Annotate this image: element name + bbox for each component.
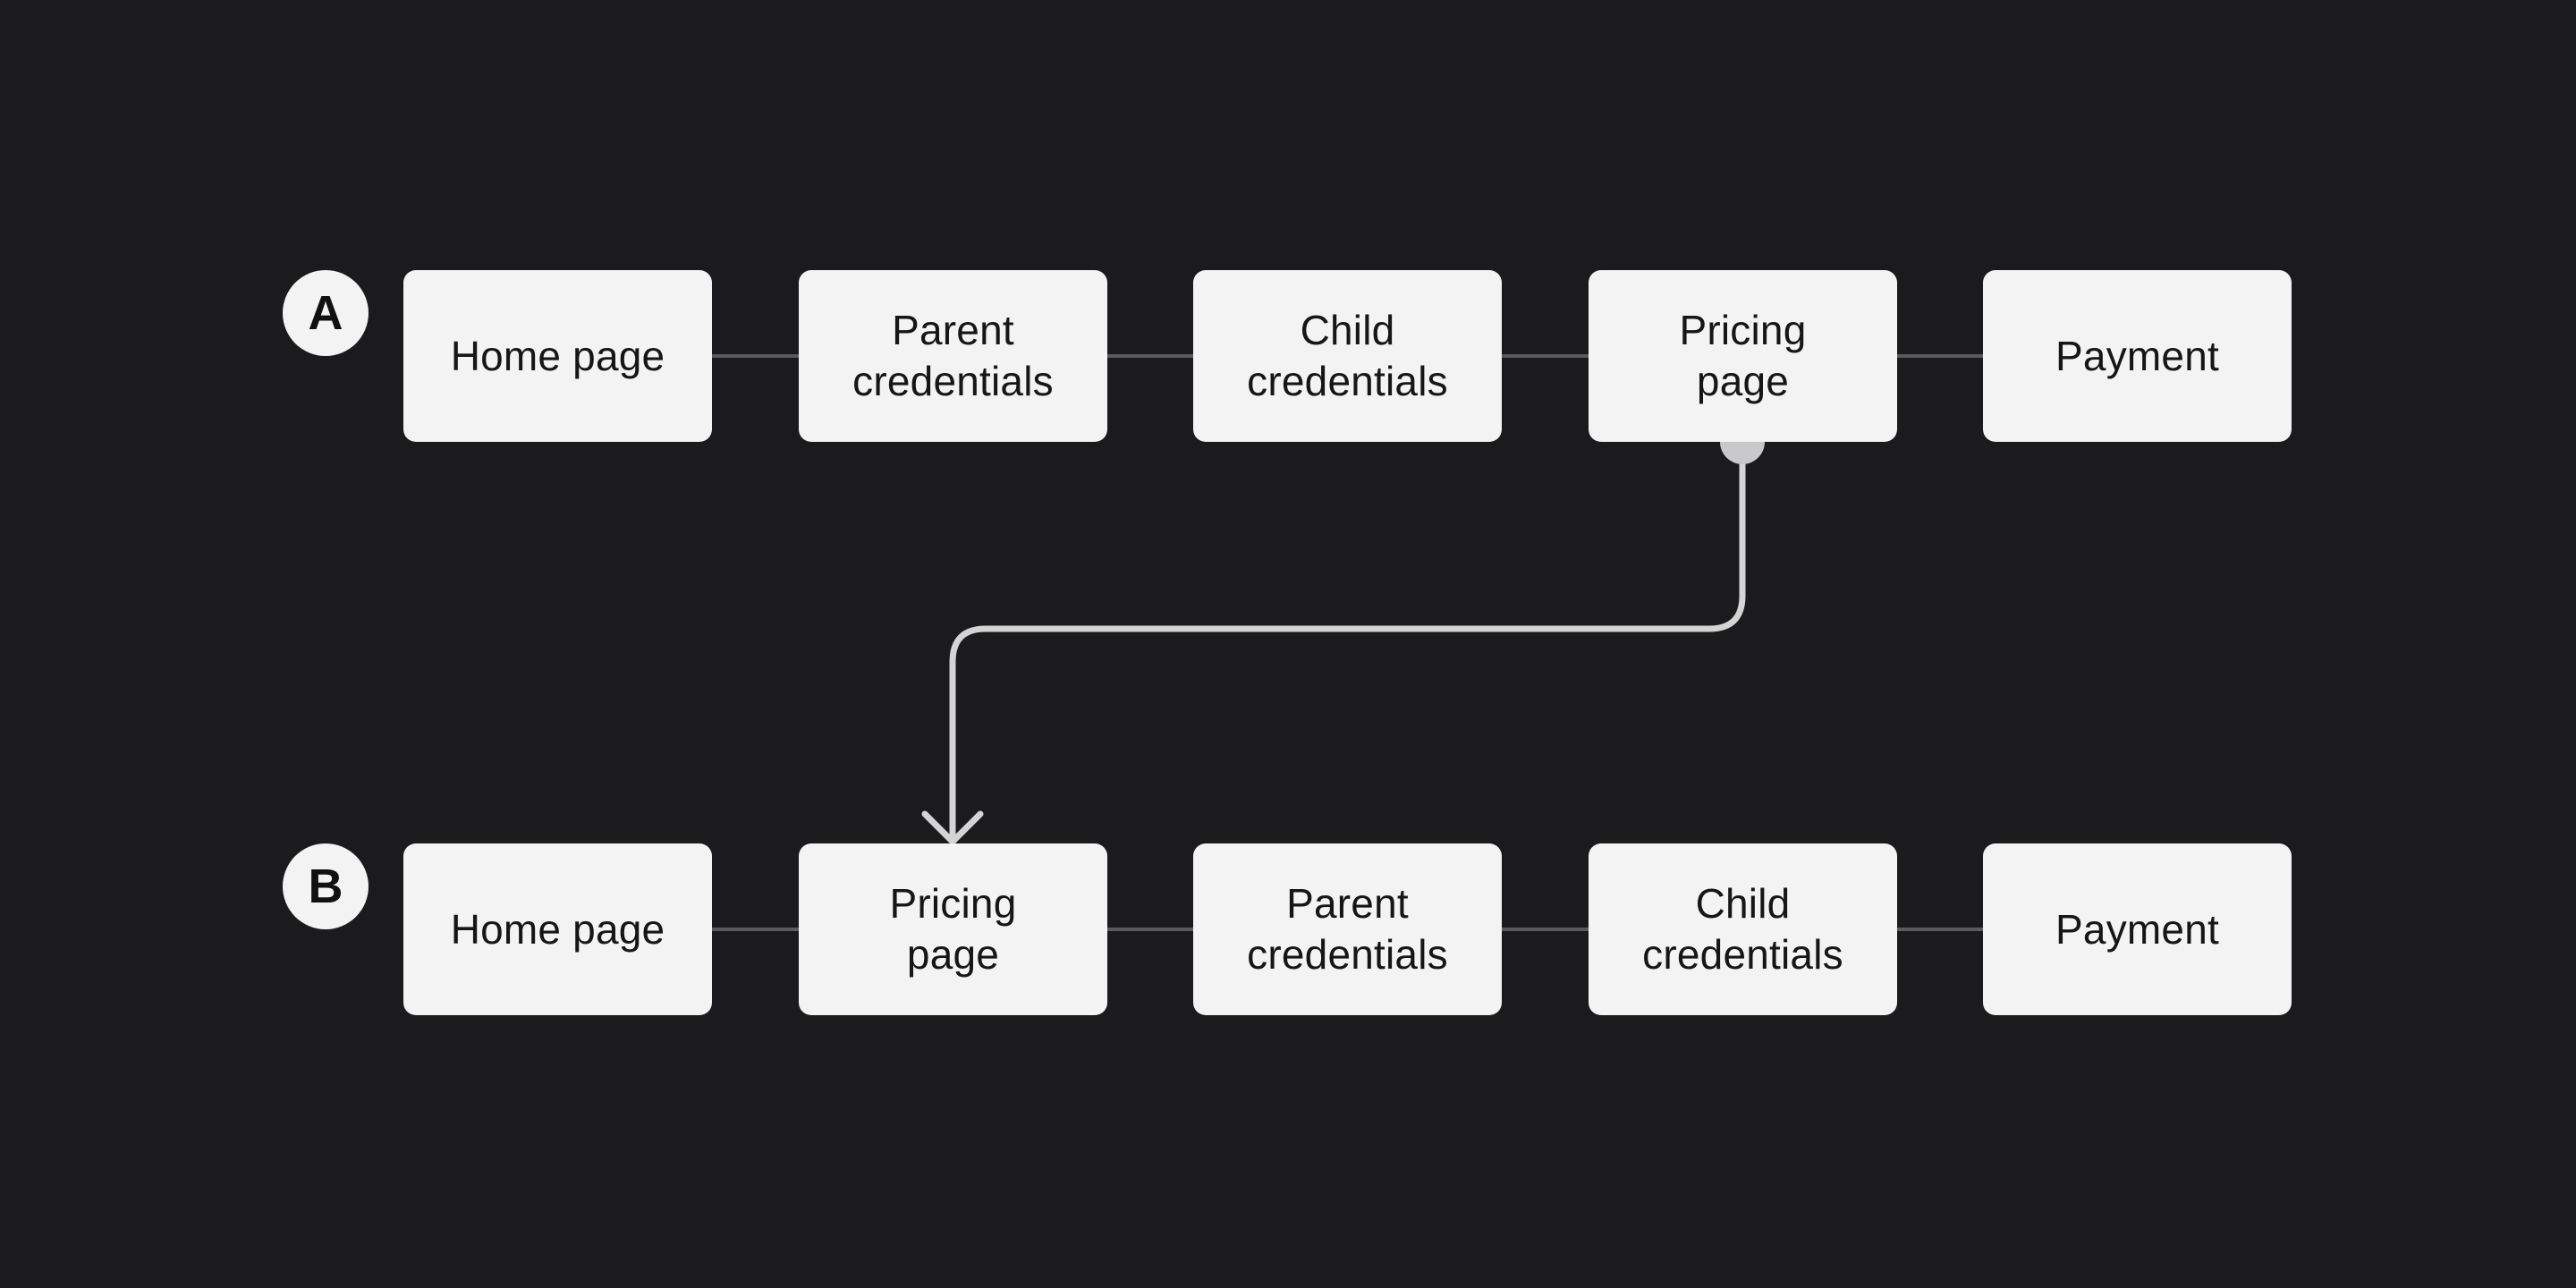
node-label: Parent credentials (852, 307, 1054, 404)
flow-b-step-parent-credentials: Parent credentials (1193, 843, 1502, 1015)
node-label: Home page (450, 332, 665, 379)
move-arrow-path (949, 438, 1746, 843)
node-label: Payment (2055, 332, 2219, 379)
node-label: Payment (2055, 905, 2219, 953)
flow-a-step-payment: Payment (1983, 270, 2292, 442)
flow-a-step-pricing-page: Pricing page (1589, 270, 1897, 442)
node-label: Parent credentials (1247, 880, 1448, 978)
node-label: Pricing page (889, 880, 1017, 978)
flow-b-badge: B (283, 843, 369, 929)
move-arrow-anchor (1720, 442, 1765, 464)
flow-b-step-pricing-page: Pricing page (799, 843, 1107, 1015)
move-arrow-head (921, 810, 984, 845)
node-label: Pricing page (1679, 307, 1807, 404)
node-label: Child credentials (1642, 880, 1843, 978)
flow-a-badge-label: A (308, 286, 343, 340)
flow-a-step-child-credentials: Child credentials (1193, 270, 1502, 442)
flow-b-step-payment: Payment (1983, 843, 2292, 1015)
flow-b-step-child-credentials: Child credentials (1589, 843, 1897, 1015)
flow-b-badge-label: B (308, 860, 343, 913)
node-label: Child credentials (1247, 307, 1448, 404)
flow-a-badge: A (283, 270, 369, 356)
flow-b-step-home-page: Home page (403, 843, 712, 1015)
node-label: Home page (450, 905, 665, 953)
flow-a-step-home-page: Home page (403, 270, 712, 442)
flow-a-step-parent-credentials: Parent credentials (799, 270, 1107, 442)
